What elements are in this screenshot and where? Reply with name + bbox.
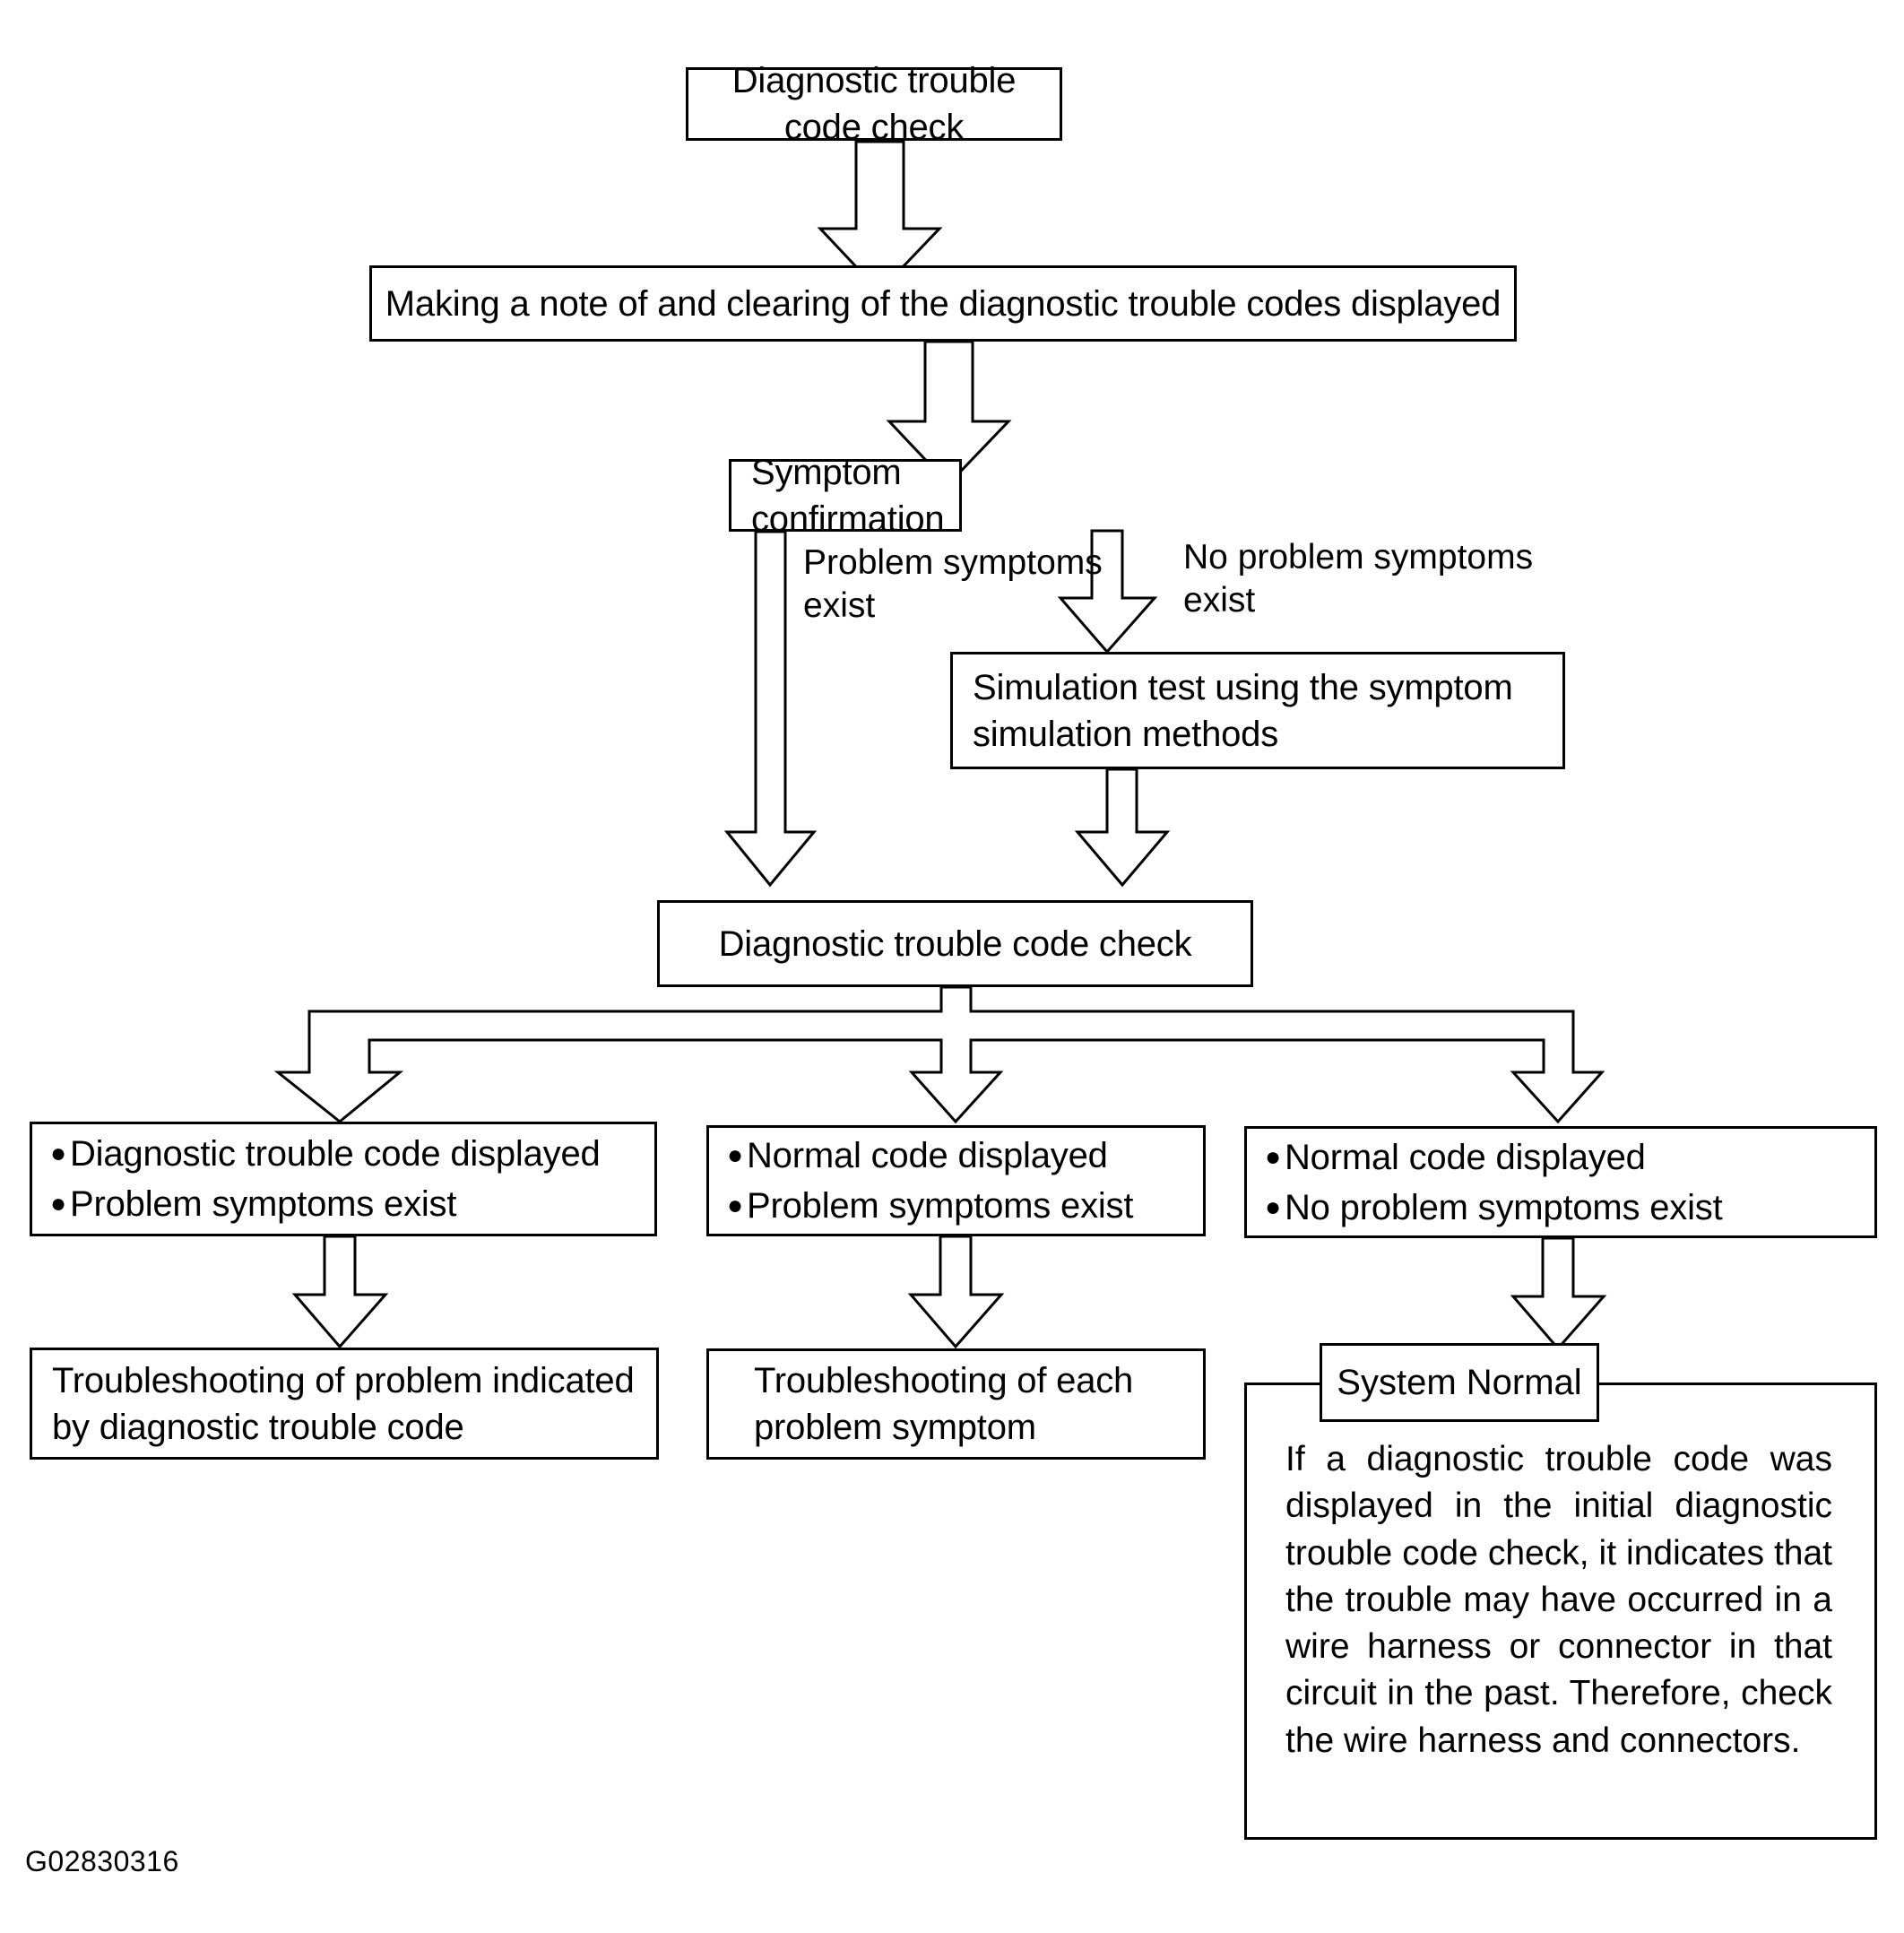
arrow-problem-symptoms-to-second-check	[723, 530, 818, 888]
outcome-right-bullet-2: No problem symptoms exist	[1285, 1187, 1723, 1227]
arrow-start-to-clear	[817, 140, 943, 294]
bullet-icon: ●	[727, 1140, 743, 1170]
node-result-middle-label: Troubleshooting of each problem symptom	[754, 1361, 1134, 1447]
arrow-clear-to-symptom	[886, 340, 1012, 487]
node-symptom-confirmation-label: Symptom confirmation	[751, 452, 945, 539]
node-outcome-middle[interactable]: ● Normal code displayed ● Problem sympto…	[706, 1125, 1206, 1236]
node-outcome-right[interactable]: ● Normal code displayed ● No problem sym…	[1244, 1126, 1877, 1238]
edge-label-problem-symptoms-exist: Problem symptoms exist	[803, 543, 1103, 625]
node-start-diagnostic-check-label: Diagnostic trouble code check	[731, 61, 1017, 147]
list-item: ● Diagnostic trouble code displayed	[38, 1131, 649, 1176]
bullet-icon: ●	[1265, 1192, 1281, 1222]
node-result-left-label: Troubleshooting of problem indicated by …	[52, 1360, 635, 1447]
arrow-outcome-right-to-system-normal	[1510, 1236, 1607, 1351]
arrow-no-problem-symptoms-to-simulation	[1057, 529, 1158, 654]
node-outcome-left[interactable]: ● Diagnostic trouble code displayed ● Pr…	[30, 1122, 657, 1236]
node-result-left[interactable]: Troubleshooting of problem indicated by …	[30, 1348, 659, 1460]
list-item: ● Normal code displayed	[1252, 1135, 1869, 1180]
outcome-left-bullet-2: Problem symptoms exist	[70, 1184, 457, 1224]
arrow-outcome-left-to-result	[291, 1235, 389, 1349]
node-system-normal-title[interactable]: System Normal	[1320, 1343, 1599, 1422]
node-result-middle[interactable]: Troubleshooting of each problem symptom	[706, 1348, 1206, 1460]
node-system-normal-title-label: System Normal	[1337, 1362, 1582, 1402]
outcome-left-bullet-1: Diagnostic trouble code displayed	[70, 1134, 601, 1174]
arrow-outcome-middle-to-result	[907, 1235, 1005, 1349]
node-simulation-test[interactable]: Simulation test using the symptom simula…	[950, 652, 1565, 769]
node-symptom-confirmation[interactable]: Symptom confirmation	[729, 453, 962, 539]
node-system-normal-body: If a diagnostic trouble code was display…	[1285, 1440, 1832, 1760]
bullet-icon: ●	[727, 1191, 743, 1220]
edge-label-no-problem-symptoms-exist: No problem symptoms exist	[1183, 538, 1534, 620]
list-item: ● Problem symptoms exist	[714, 1183, 1198, 1228]
branch-manifold-three-way	[273, 985, 1605, 1124]
node-second-diagnostic-check-label: Diagnostic trouble code check	[718, 923, 1192, 964]
arrow-simulation-to-second-check	[1074, 767, 1171, 888]
list-item: ● Problem symptoms exist	[38, 1182, 649, 1227]
node-clear-codes[interactable]: Making a note of and clearing of the dia…	[369, 265, 1517, 342]
outcome-right-bullet-1: Normal code displayed	[1285, 1137, 1646, 1177]
bullet-icon: ●	[50, 1189, 66, 1218]
outcome-middle-bullet-2: Problem symptoms exist	[747, 1186, 1134, 1226]
node-simulation-test-label: Simulation test using the symptom simula…	[973, 667, 1513, 754]
node-start-diagnostic-check[interactable]: Diagnostic trouble code check	[686, 61, 1062, 147]
outcome-middle-bullet-1: Normal code displayed	[747, 1136, 1108, 1175]
list-item: ● No problem symptoms exist	[1252, 1185, 1869, 1230]
node-clear-codes-label: Making a note of and clearing of the dia…	[385, 283, 1502, 324]
bullet-icon: ●	[1265, 1141, 1281, 1172]
node-second-diagnostic-check[interactable]: Diagnostic trouble code check	[657, 900, 1253, 987]
figure-code-label: G02830316	[25, 1845, 179, 1877]
bullet-icon: ●	[50, 1139, 66, 1168]
list-item: ● Normal code displayed	[714, 1133, 1198, 1178]
